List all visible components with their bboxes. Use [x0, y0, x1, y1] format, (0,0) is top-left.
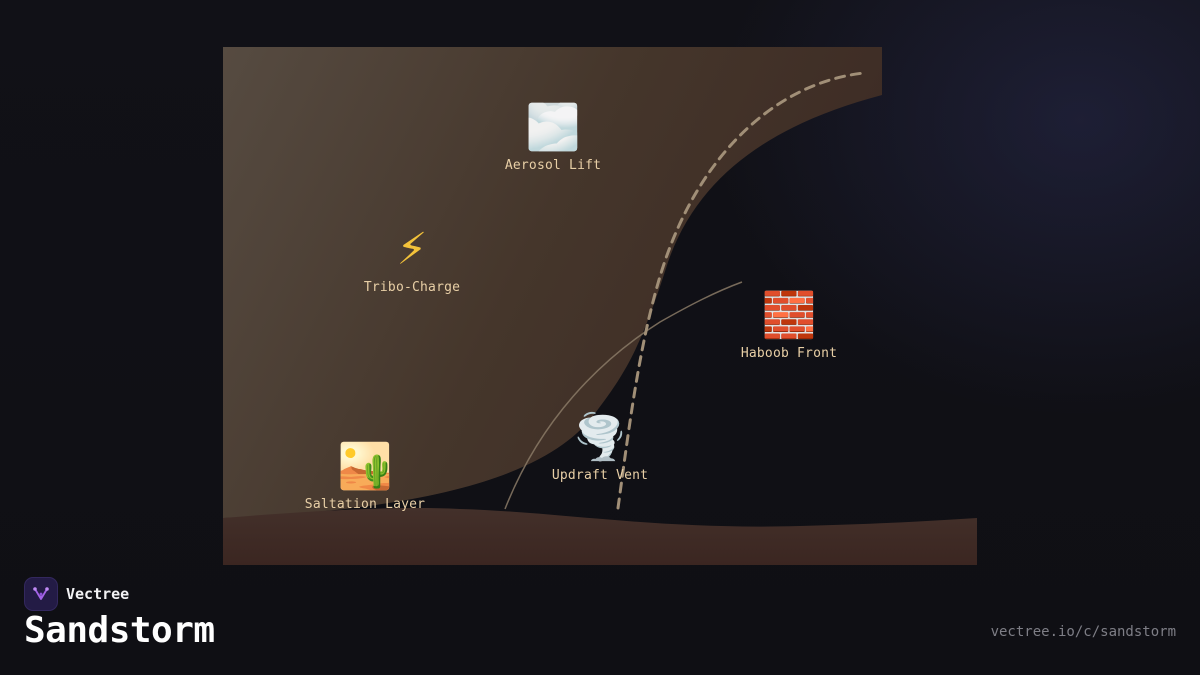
dust-trajectory-path [616, 71, 866, 510]
node-label: Aerosol Lift [504, 158, 602, 173]
node-haboob-front[interactable]: 🧱 Haboob Front [741, 290, 837, 361]
vectree-tree-icon [24, 577, 58, 611]
tornado-icon: 🌪️ [572, 412, 628, 463]
node-saltation-layer[interactable]: 🏜️ Saltation Layer [305, 441, 425, 512]
node-label: Haboob Front [740, 346, 838, 361]
page-title: Sandstorm [24, 610, 215, 651]
brand[interactable]: Vectree [24, 577, 129, 611]
node-updraft-vent[interactable]: 🌪️ Updraft Vent [552, 412, 648, 483]
node-aerosol-lift[interactable]: 🌫️ Aerosol Lift [505, 102, 601, 173]
updraft-curve [504, 281, 743, 510]
brick-wall-icon: 🧱 [761, 290, 817, 341]
node-tribo-charge[interactable]: ⚡ Tribo-Charge [364, 224, 460, 295]
ground-layer [223, 508, 977, 565]
fog-cloud-icon: 🌫️ [525, 102, 581, 153]
node-label: Tribo-Charge [363, 280, 461, 295]
lightning-icon: ⚡ [396, 224, 428, 275]
node-label: Updraft Vent [551, 468, 649, 483]
dust-cloud-region [223, 47, 882, 518]
desert-icon: 🏜️ [337, 441, 393, 492]
brand-name: Vectree [66, 585, 130, 603]
node-label: Saltation Layer [304, 497, 426, 512]
page-url[interactable]: vectree.io/c/sandstorm [990, 624, 1176, 640]
